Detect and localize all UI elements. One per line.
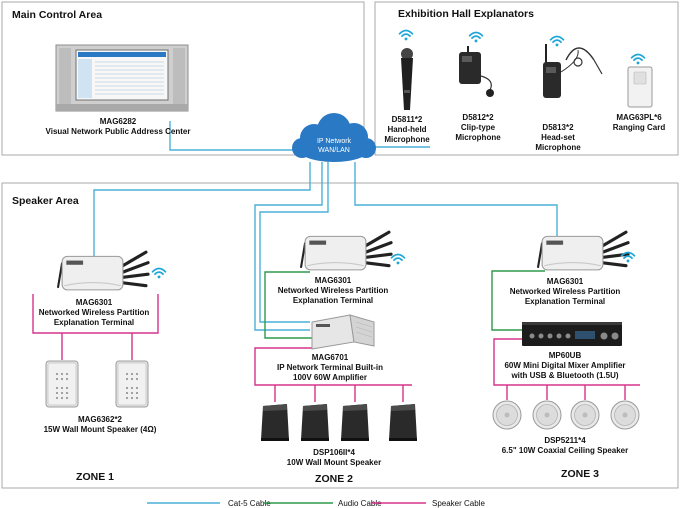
zone3-amp-line3: with USB & Bluetooth (1.5U) <box>510 371 618 380</box>
legend-audio-label: Audio Cable <box>338 499 382 508</box>
explanator-3-line3: Microphone <box>535 143 581 152</box>
mag6282-model: MAG6282 <box>100 117 137 126</box>
zone2-amp-line3: 100V 60W Amplifier <box>293 373 367 382</box>
zone1-label: ZONE 1 <box>76 471 114 483</box>
zone3-terminal-line2: Networked Wireless Partition <box>510 287 621 296</box>
headset-microphone-icon <box>543 44 603 98</box>
explanator-1-model: D5811*2 <box>392 115 423 124</box>
explanator-1-line2: Hand-held <box>387 125 426 134</box>
zone2-amp-line2: IP Network Terminal Built-in <box>277 363 383 372</box>
audio-cables <box>264 270 545 339</box>
ceiling-speaker-icon <box>610 400 640 430</box>
clip-microphone-icon <box>459 46 494 97</box>
wall-speaker-icon <box>45 360 79 408</box>
ip-network-cloud <box>292 113 376 162</box>
zone1-speaker-desc: 15W Wall Mount Speaker (4Ω) <box>44 425 157 434</box>
legend-cat5-label: Cat-5 Cable <box>228 499 271 508</box>
section-title-main-control: Main Control Area <box>12 9 102 21</box>
zone2-amp-model: MAG6701 <box>312 353 349 362</box>
explanator-1-line3: Microphone <box>384 135 430 144</box>
explanator-2-model: D5812*2 <box>462 113 494 122</box>
wall-speaker-icon <box>301 404 329 441</box>
cat5-cables <box>93 121 558 331</box>
legend-speaker-label: Speaker Cable <box>432 499 485 508</box>
legend: Cat-5 Cable Audio Cable Speaker Cable <box>147 499 485 508</box>
wall-speaker-icon <box>389 404 417 441</box>
section-title-exhibition: Exhibition Hall Explanators <box>398 8 534 20</box>
section-title-speaker-area: Speaker Area <box>12 195 79 207</box>
zone1-speaker-model: MAG6362*2 <box>78 415 123 424</box>
network-label-line1: IP Network <box>317 138 352 145</box>
mag6282-desc: Visual Network Public Address Center <box>46 127 191 136</box>
wall-speaker-icon <box>261 404 289 441</box>
mp60ub-amplifier-icon <box>522 322 622 346</box>
handheld-microphone-icon <box>401 48 413 110</box>
explanator-3-line2: Head-set <box>541 133 575 142</box>
ceiling-speaker-icon <box>532 400 562 430</box>
explanator-4-line2: Ranging Card <box>613 123 666 132</box>
zone1-terminal-model: MAG6301 <box>76 298 113 307</box>
explanator-3-model: D5813*2 <box>542 123 574 132</box>
wall-speaker-icon <box>341 404 369 441</box>
zone3-speaker-model: DSP5211*4 <box>544 436 586 445</box>
network-label-line2: WAN/LAN <box>318 147 350 154</box>
explanator-4-model: MAG63PL*6 <box>616 113 662 122</box>
zone3-label: ZONE 3 <box>561 468 599 480</box>
zone3-speaker-desc: 6.5" 10W Coaxial Ceiling Speaker <box>502 446 629 455</box>
ceiling-speaker-icon <box>492 400 522 430</box>
zone2-terminal-model: MAG6301 <box>315 276 352 285</box>
zone2-terminal-line3: Explanation Terminal <box>293 296 373 305</box>
speaker-cables <box>32 294 640 402</box>
zone2-label: ZONE 2 <box>315 473 353 485</box>
zone3-amp-line2: 60W Mini Digital Mixer Amplifier <box>504 361 625 370</box>
zone2-terminal-line2: Networked Wireless Partition <box>278 286 389 295</box>
mag6282-device <box>55 44 189 112</box>
zone3-terminal-line3: Explanation Terminal <box>525 297 605 306</box>
ranging-card-icon <box>627 66 653 108</box>
mag6701-amplifier-icon <box>311 314 375 350</box>
explanator-2-line2: Clip-type <box>461 123 496 132</box>
zone3-terminal-model: MAG6301 <box>547 277 584 286</box>
explanator-2-line3: Microphone <box>455 133 501 142</box>
zone2-speaker-model: DSP106II*4 <box>313 448 355 457</box>
wall-speaker-icon <box>115 360 149 408</box>
zone1-terminal-line3: Explanation Terminal <box>54 318 134 327</box>
ceiling-speaker-icon <box>570 400 600 430</box>
zone1-terminal-line2: Networked Wireless Partition <box>39 308 150 317</box>
zone3-amp-model: MP60UB <box>549 351 582 360</box>
zone2-speaker-desc: 10W Wall Mount Speaker <box>287 458 381 467</box>
